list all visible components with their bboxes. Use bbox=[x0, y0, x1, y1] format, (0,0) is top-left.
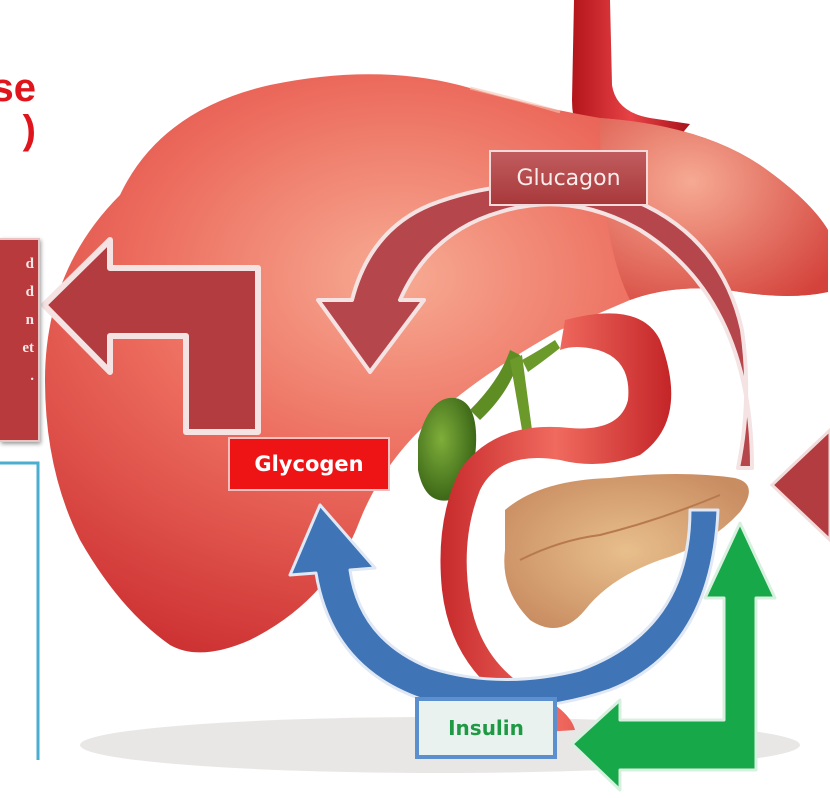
left-box-line: et bbox=[22, 340, 34, 357]
heading-line-2: ) bbox=[0, 108, 36, 152]
glycogen-label: Glycogen bbox=[228, 437, 390, 491]
left-info-frame bbox=[0, 463, 38, 760]
right-input-arrow bbox=[772, 430, 830, 540]
left-box-line: d bbox=[26, 256, 34, 273]
left-box-line: . bbox=[30, 368, 34, 385]
left-box-line: d bbox=[26, 284, 34, 301]
heading-line-1: se bbox=[0, 66, 36, 110]
glucagon-label: Glucagon bbox=[489, 150, 648, 206]
insulin-label: Insulin bbox=[415, 697, 557, 759]
left-info-box: d d n et . bbox=[0, 238, 40, 442]
left-box-line: n bbox=[26, 312, 34, 329]
